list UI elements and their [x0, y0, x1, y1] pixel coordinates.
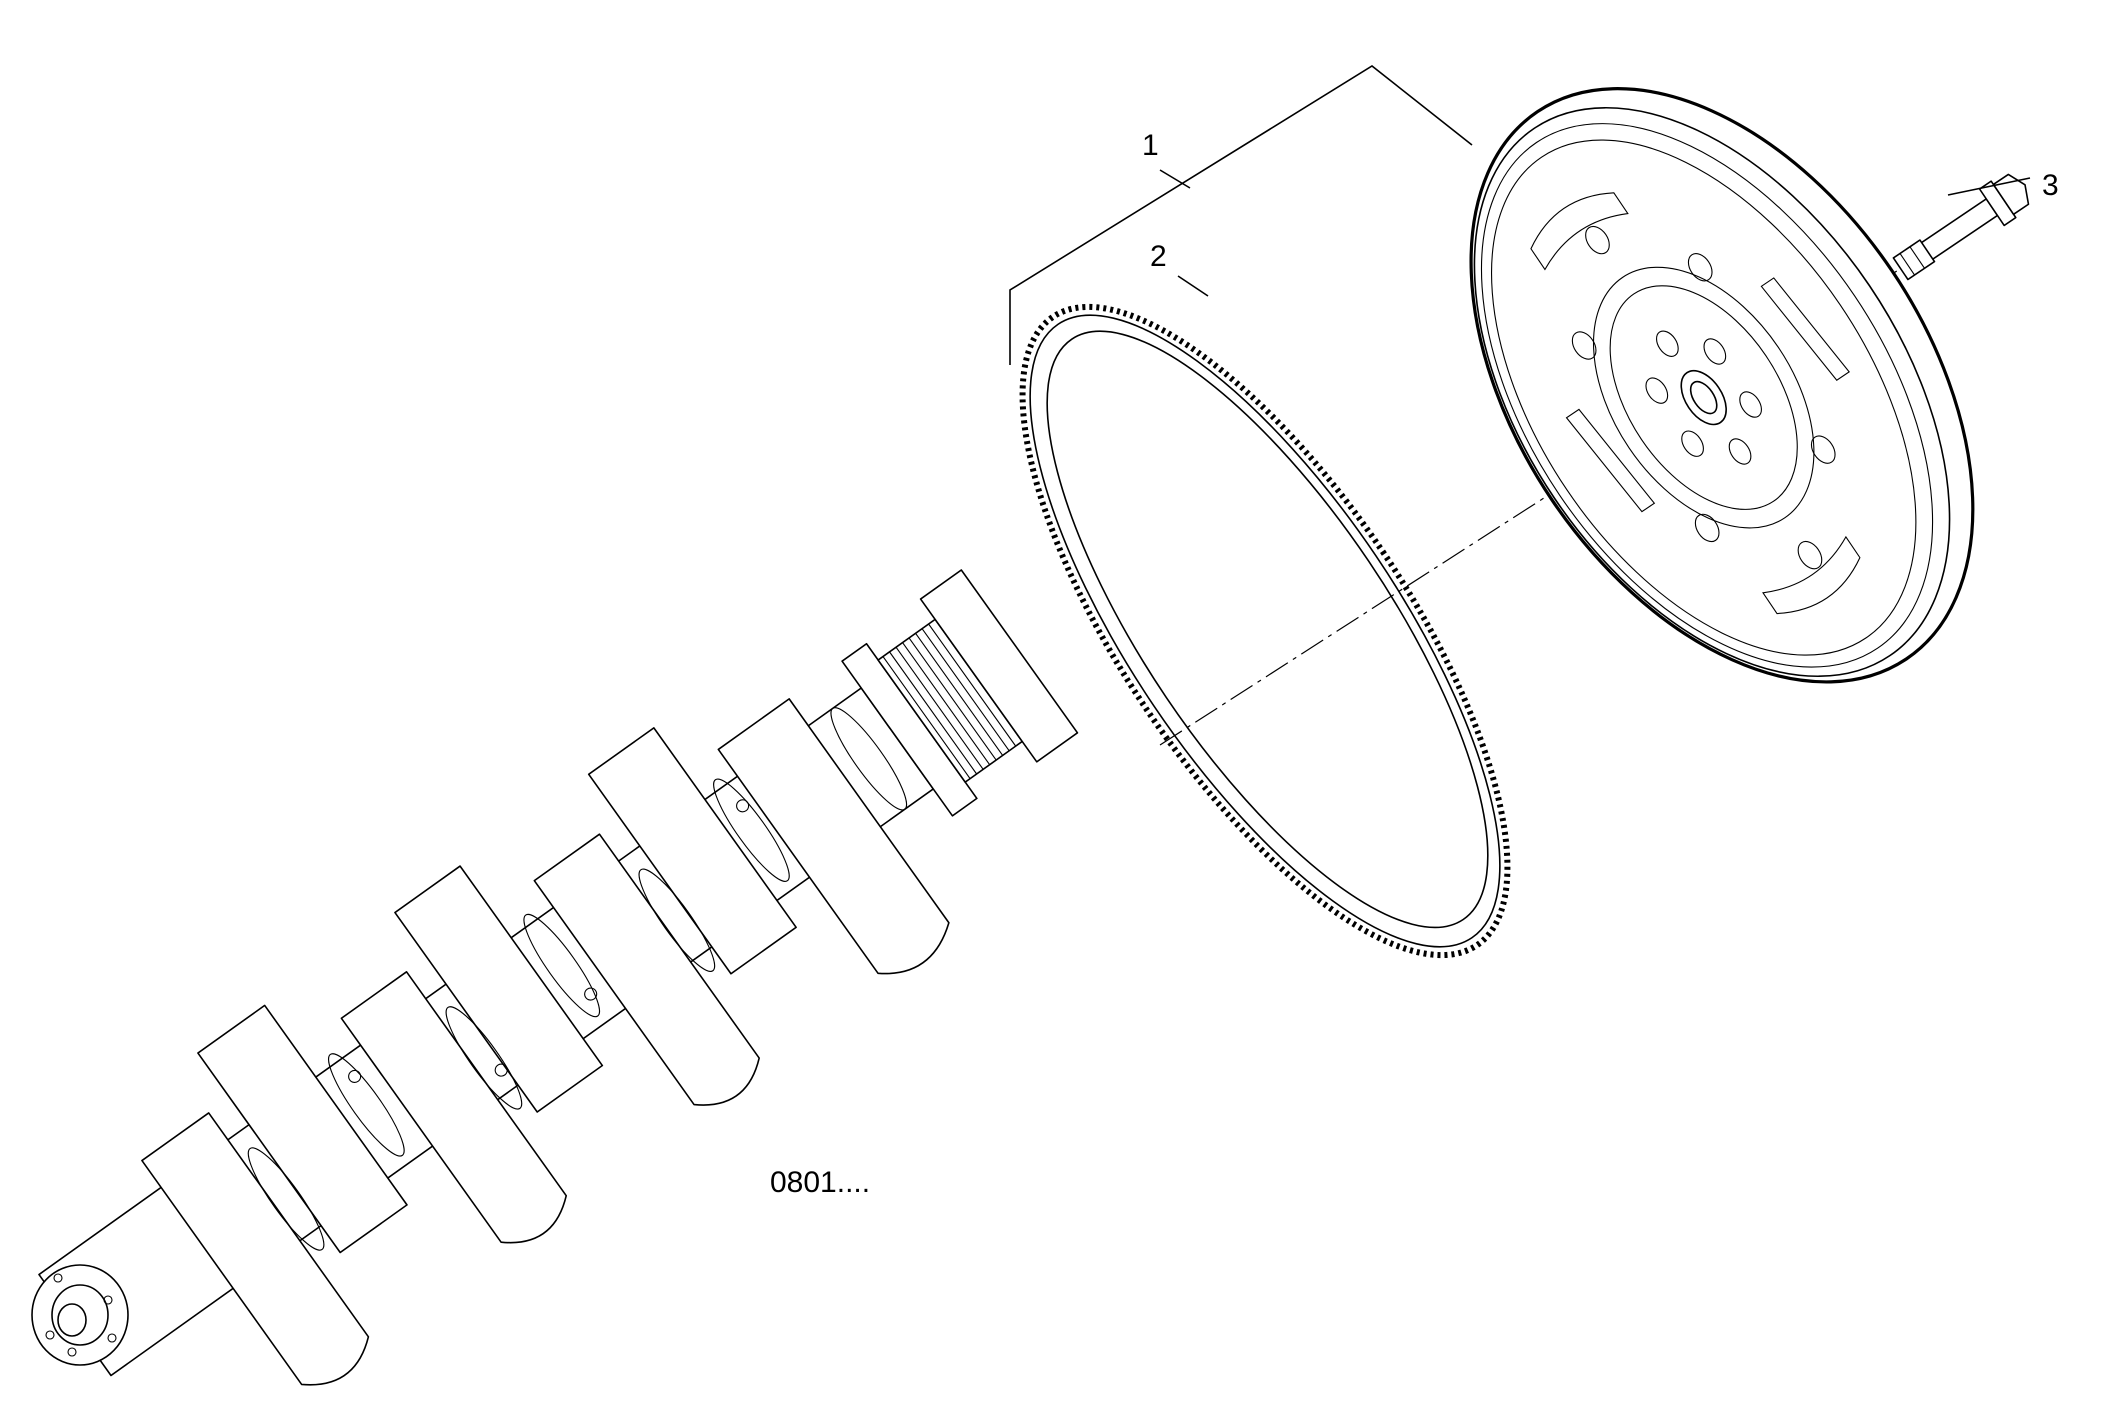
callout-1: 1 — [1142, 129, 1159, 162]
callout-leaders — [1009, 65, 2031, 365]
flywheel-bolt — [1892, 173, 2030, 281]
reference-code: 0801.... — [770, 1166, 870, 1199]
callout-2: 2 — [1150, 240, 1167, 273]
crankshaft — [31, 569, 1079, 1386]
callout-3: 3 — [2042, 169, 2059, 202]
flywheel — [1469, 87, 1975, 684]
ring-gear — [1019, 303, 1511, 959]
